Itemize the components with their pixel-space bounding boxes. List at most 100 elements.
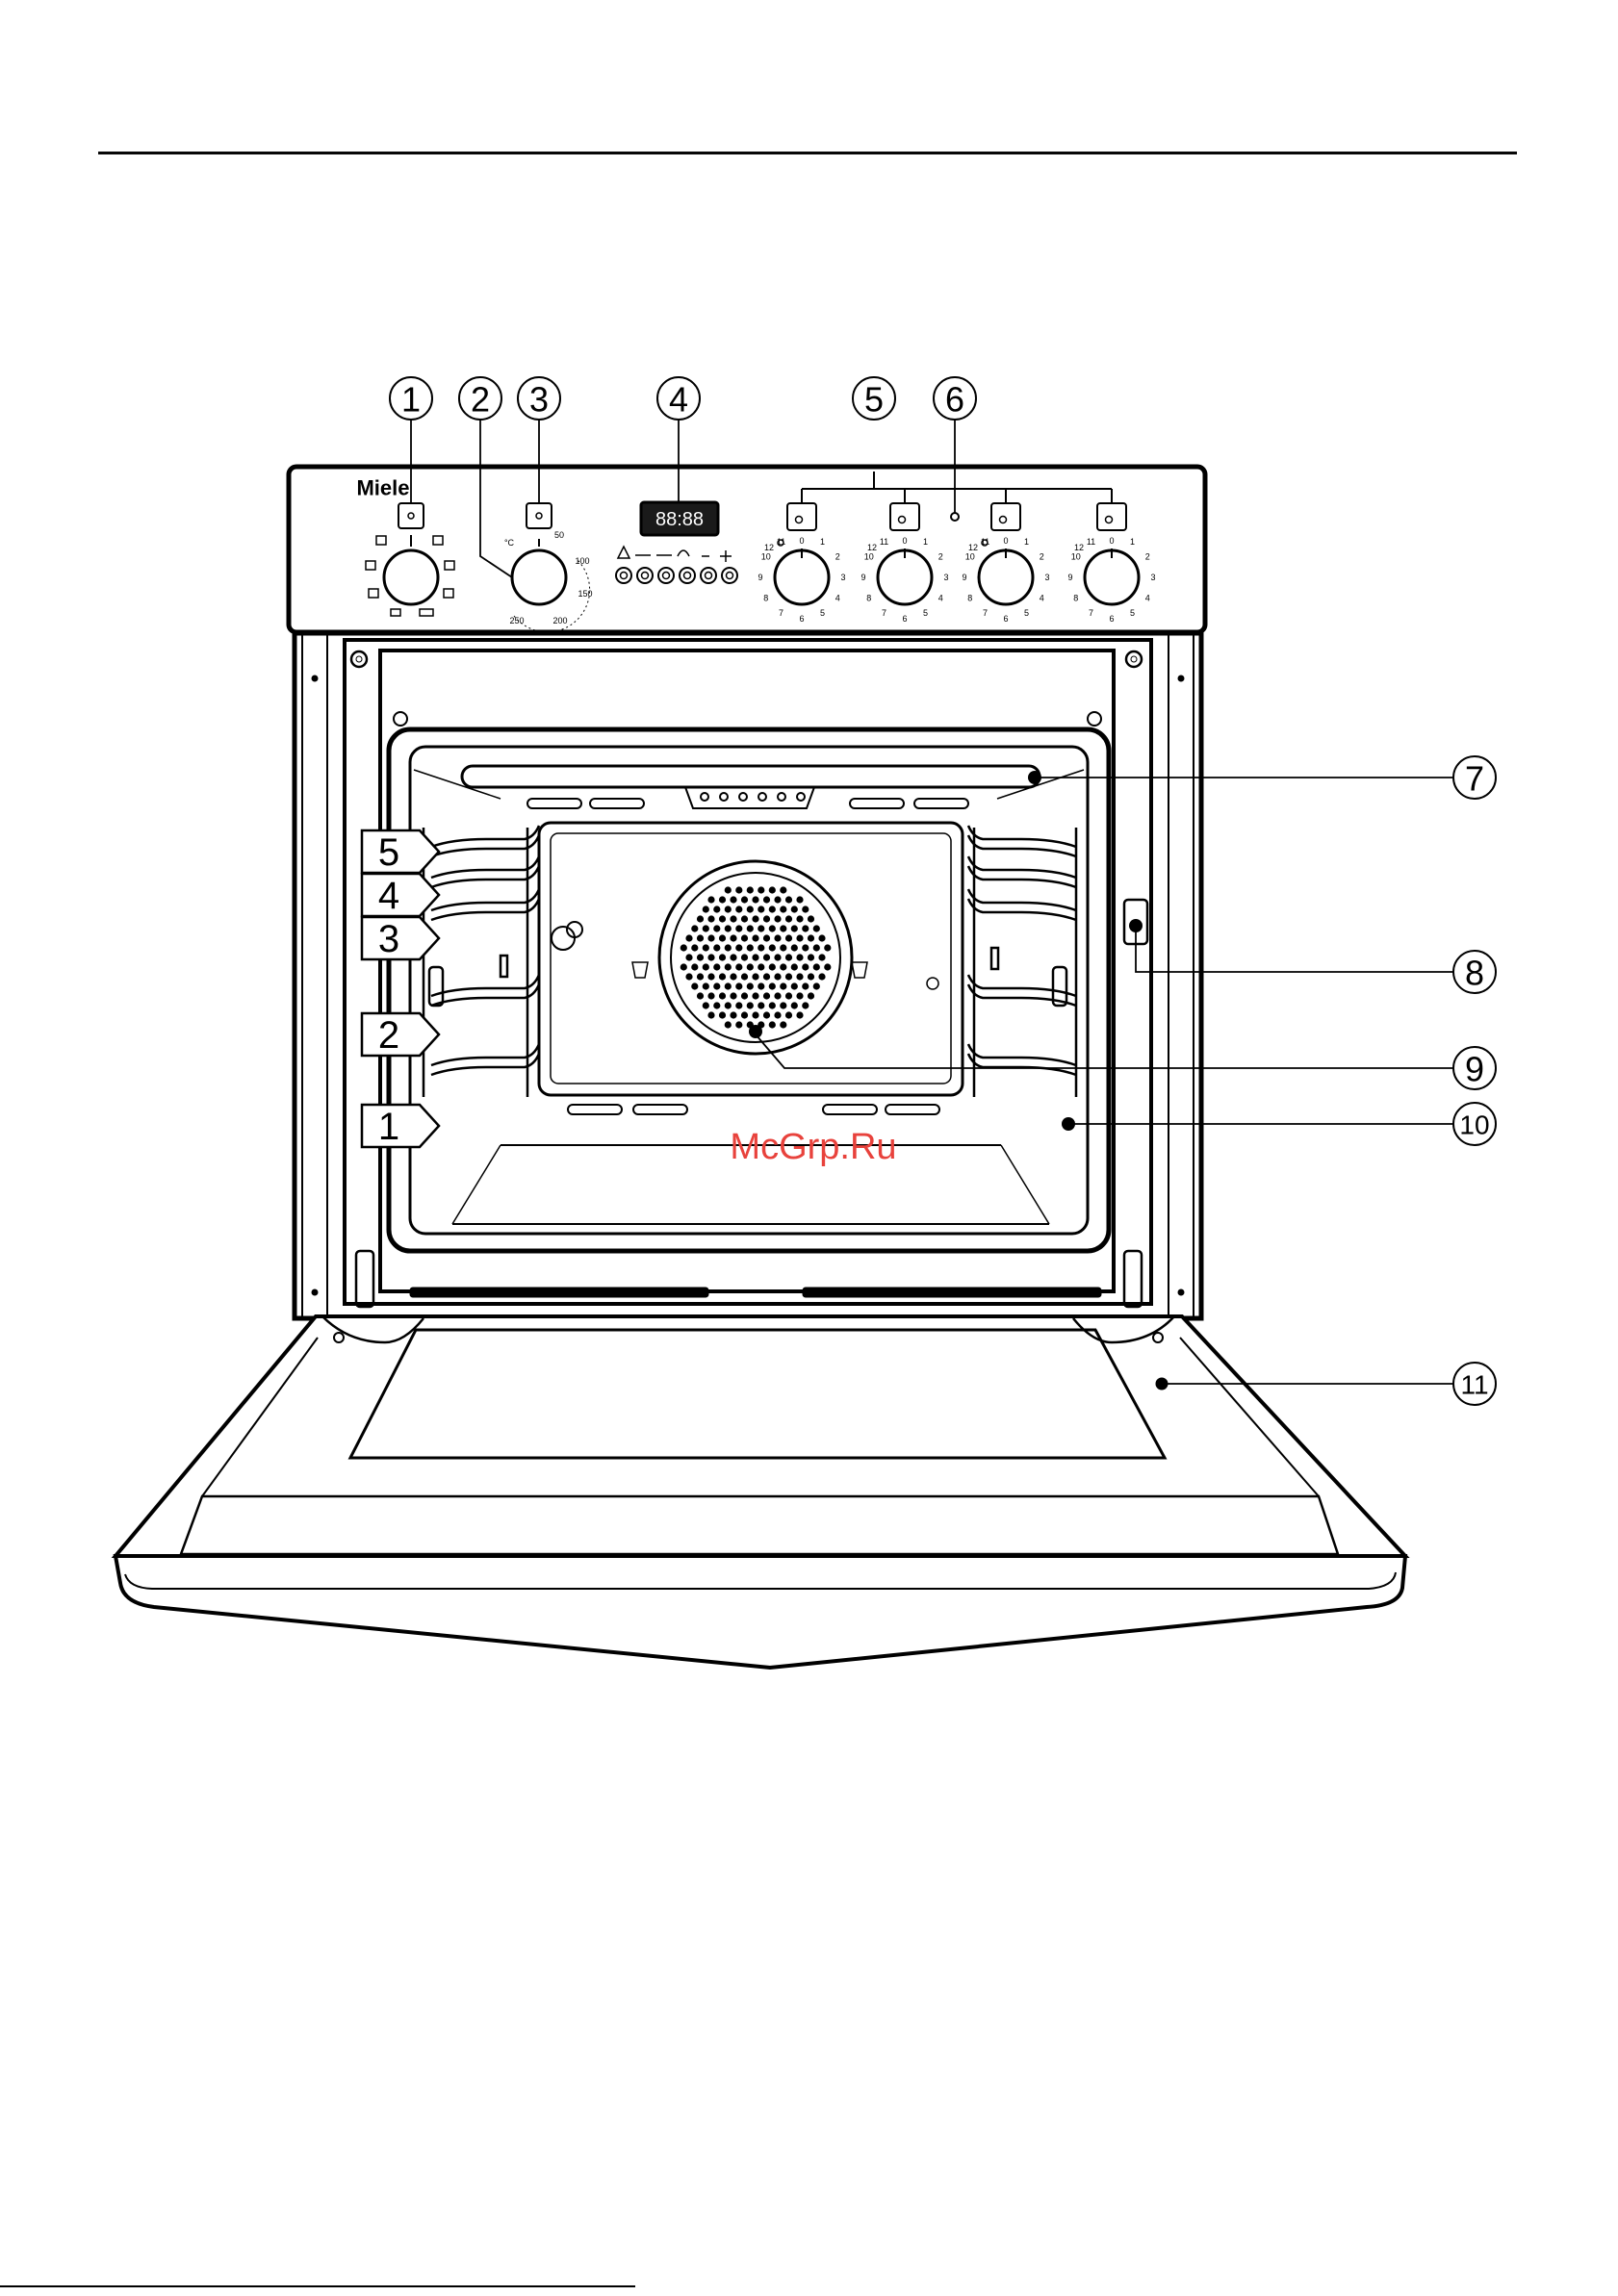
- hob-4-label-0: 0: [1109, 536, 1114, 546]
- hob-2-label-2: 2: [938, 552, 943, 562]
- hob-knob-2[interactable]: [878, 550, 932, 604]
- shelf-level-label-4: 4: [378, 875, 399, 917]
- hob-2-label-5: 5: [923, 608, 928, 618]
- brand-logo: Miele: [356, 476, 409, 500]
- callout-5: 5: [853, 377, 895, 420]
- shelf-level-label-3: 3: [378, 918, 399, 960]
- light-button[interactable]: [526, 503, 552, 528]
- hob-1-label-9: 9: [758, 573, 762, 582]
- watermark: McGrp.Ru: [730, 1127, 896, 1167]
- hob-1-label-8: 8: [763, 594, 768, 603]
- timer-button-4[interactable]: [680, 568, 695, 583]
- callout-label-6: 6: [945, 380, 964, 420]
- shelf-level-label-5: 5: [378, 831, 399, 874]
- callout-11: 11: [1453, 1363, 1496, 1405]
- hob-2-label-8: 8: [866, 594, 871, 603]
- timer-button-5[interactable]: [701, 568, 716, 583]
- temp-label-100: 100: [575, 556, 589, 566]
- hob-1-label-4: 4: [835, 594, 840, 603]
- hob-3-label-12: 12: [968, 543, 978, 552]
- hob-1-label-6: 6: [799, 614, 804, 624]
- hob-3-label-8: 8: [967, 594, 972, 603]
- temp-label-200: 200: [552, 616, 567, 625]
- hob-4-label-9: 9: [1067, 573, 1072, 582]
- callout-label-3: 3: [529, 380, 549, 420]
- hob-3-label-2: 2: [1040, 552, 1044, 562]
- temp-label-250: 250: [509, 616, 524, 625]
- hob-4-label-11: 11: [1087, 537, 1095, 547]
- hob-3-label-0: 0: [1003, 536, 1008, 546]
- hob-2-label-0: 0: [902, 536, 907, 546]
- function-selector-button[interactable]: [398, 503, 424, 528]
- callout-label-8: 8: [1465, 954, 1484, 993]
- hob-3-label-6: 6: [1003, 614, 1008, 624]
- hob-3-label-9: 9: [962, 573, 966, 582]
- callout-label-5: 5: [864, 380, 884, 420]
- temp-label-unit: °C: [504, 538, 515, 548]
- callout-label-1: 1: [401, 380, 421, 420]
- hob-1-label-2: 2: [835, 552, 840, 562]
- temp-label-150: 150: [578, 589, 592, 599]
- timer-display-readout: 88:88: [655, 509, 704, 530]
- hob-1-label-3: 3: [840, 573, 845, 582]
- shelf-level-label-1: 1: [378, 1106, 399, 1148]
- callout-1: 1: [390, 377, 432, 420]
- hob-3-label-4: 4: [1040, 594, 1044, 603]
- shelf-level-label-2: 2: [378, 1014, 399, 1057]
- callout-label-7: 7: [1465, 759, 1484, 799]
- hob-4-label-2: 2: [1145, 552, 1150, 562]
- hob-2-label-9: 9: [860, 573, 865, 582]
- callout-6: 6: [934, 377, 976, 420]
- hob-4-label-5: 5: [1130, 608, 1135, 618]
- hob-1-label-10: 10: [761, 552, 771, 562]
- hob-3-label-10: 10: [965, 552, 975, 562]
- hob-1-label-12: 12: [764, 543, 774, 552]
- hob-1-label-0: 0: [799, 536, 804, 546]
- control-panel: Miele °C 50 100 150 200 250 88:88: [289, 467, 1205, 632]
- callout-4: 4: [657, 377, 700, 420]
- temperature-selector-knob[interactable]: [512, 550, 566, 604]
- callout-label-9: 9: [1465, 1050, 1484, 1089]
- callout-label-2: 2: [471, 380, 490, 420]
- hob-knob-4[interactable]: [1085, 550, 1139, 604]
- hob-1-label-7: 7: [779, 608, 783, 618]
- timer-button-1[interactable]: [616, 568, 631, 583]
- hob-2-label-1: 1: [923, 537, 928, 547]
- timer-button-6[interactable]: [722, 568, 737, 583]
- callout-2: 2: [459, 377, 501, 420]
- hob-2-label-3: 3: [943, 573, 948, 582]
- callout-label-10: 10: [1459, 1110, 1489, 1140]
- hob-2-label-6: 6: [902, 614, 907, 624]
- hob-3-label-3: 3: [1044, 573, 1049, 582]
- hob-2-label-11: 11: [880, 537, 888, 547]
- hob-3-label-5: 5: [1024, 608, 1029, 618]
- hob-1-label-1: 1: [820, 537, 825, 547]
- hob-knob-3[interactable]: [979, 550, 1033, 604]
- callout-10: 10: [1453, 1103, 1496, 1145]
- hob-4-label-4: 4: [1145, 594, 1150, 603]
- callout-7: 7: [1453, 756, 1496, 799]
- hob-2-label-12: 12: [867, 543, 877, 552]
- hob-4-label-8: 8: [1073, 594, 1078, 603]
- temp-label-50: 50: [554, 530, 564, 540]
- callout-label-4: 4: [669, 380, 688, 420]
- oven-housing: [295, 633, 1201, 1318]
- hob-4-label-7: 7: [1089, 608, 1093, 618]
- hob-4-label-3: 3: [1150, 573, 1155, 582]
- hob-3-label-7: 7: [983, 608, 988, 618]
- hob-2-label-10: 10: [864, 552, 874, 562]
- timer-button-3[interactable]: [658, 568, 674, 583]
- callout-8: 8: [1453, 951, 1496, 993]
- hob-4-label-12: 12: [1074, 543, 1084, 552]
- callout-label-11: 11: [1460, 1370, 1488, 1400]
- hob-2-label-4: 4: [938, 594, 943, 603]
- hob-3-label-1: 1: [1024, 537, 1029, 547]
- hob-1-label-5: 5: [820, 608, 825, 618]
- hob-knob-1[interactable]: [775, 550, 829, 604]
- hob-4-label-10: 10: [1071, 552, 1081, 562]
- hob-2-label-7: 7: [882, 608, 886, 618]
- timer-button-2[interactable]: [637, 568, 653, 583]
- callout-3: 3: [518, 377, 560, 420]
- oven-function-selector-knob[interactable]: [384, 550, 438, 604]
